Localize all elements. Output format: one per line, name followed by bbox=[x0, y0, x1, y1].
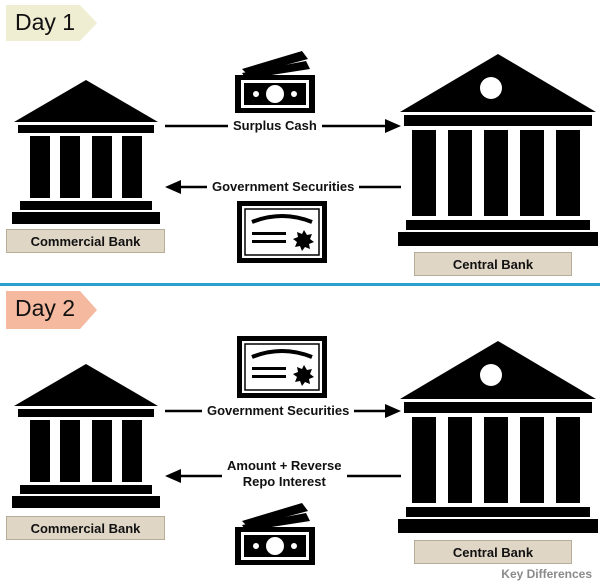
flow-label-government-securities: Government Securities bbox=[202, 403, 355, 419]
day1-title: Day 1 bbox=[15, 9, 76, 35]
flow-label-government-securities: Government Securities bbox=[207, 179, 360, 195]
certificate-icon bbox=[237, 201, 327, 263]
central-bank-label: Central Bank bbox=[414, 252, 572, 276]
day1-tag: Day 1 bbox=[6, 5, 98, 41]
day2-title: Day 2 bbox=[15, 295, 76, 321]
day1-tag-shape bbox=[6, 5, 97, 41]
commercial-bank-label: Commercial Bank bbox=[6, 516, 165, 540]
central-bank-building-icon bbox=[398, 54, 598, 246]
day2-tag: Day 2 bbox=[6, 291, 98, 329]
day2-tag-shape bbox=[6, 291, 97, 329]
commercial-bank-label: Commercial Bank bbox=[6, 229, 165, 253]
day-divider bbox=[0, 283, 600, 286]
flow-label-surplus-cash: Surplus Cash bbox=[228, 118, 322, 134]
flow-label-line-1: Amount + Reverse bbox=[227, 458, 342, 473]
certificate-icon bbox=[237, 336, 327, 398]
flow-label-amount-reverse-repo-interest: Amount + Reverse Repo Interest bbox=[222, 458, 347, 490]
flow-label-line-2: Repo Interest bbox=[242, 474, 326, 489]
cash-icon bbox=[235, 51, 315, 113]
commercial-bank-building-icon bbox=[12, 364, 160, 508]
central-bank-building-icon bbox=[398, 341, 598, 533]
watermark: Key Differences bbox=[501, 567, 592, 581]
day2-panel: Day 2 Commercial Bank Central Bank bbox=[0, 287, 600, 584]
cash-icon bbox=[235, 503, 315, 565]
day1-panel: Day 1 Commercial Bank Central Bank bbox=[0, 0, 600, 283]
commercial-bank-building-icon bbox=[12, 80, 160, 224]
central-bank-label: Central Bank bbox=[414, 540, 572, 564]
